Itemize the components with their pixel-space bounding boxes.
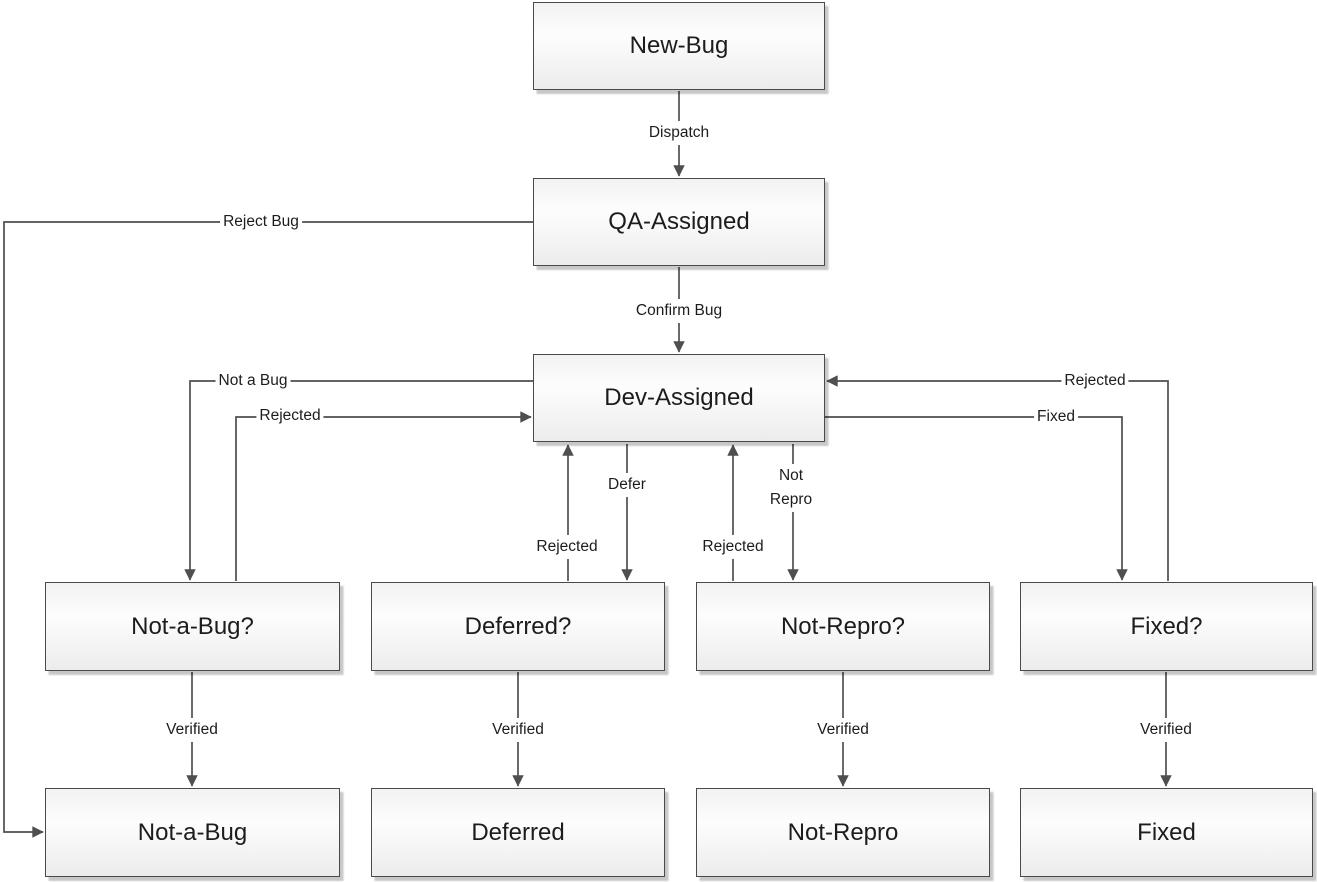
edge-label-dispatch: Dispatch [645, 120, 713, 146]
edge-rejected-from-fixed [826, 375, 1169, 581]
edge-label-rejected-from-not-a-bug: Rejected [256, 403, 324, 429]
edge-label-verified-not-a-bug: Verified [163, 717, 221, 743]
edge-label-confirm-bug: Confirm Bug [632, 298, 726, 324]
edge-label-reject-bug: Reject Bug [220, 209, 302, 235]
node-dev-assigned: Dev-Assigned [533, 354, 825, 442]
node-fixed: Fixed [1020, 788, 1313, 877]
node-deferred-question: Deferred? [371, 582, 665, 671]
node-deferred: Deferred [371, 788, 665, 877]
edge-label-defer: Defer [605, 472, 649, 498]
edge-label-not-a-bug: Not a Bug [215, 368, 291, 394]
edge-label-rejected-from-fixed: Rejected [1061, 368, 1129, 394]
edge-label-rejected-from-deferred: Rejected [533, 534, 601, 560]
edge-rejected-from-not-a-bug [235, 411, 532, 581]
node-qa-assigned: QA-Assigned [533, 178, 825, 266]
node-not-repro-question: Not-Repro? [696, 582, 990, 671]
edge-label-verified-deferred: Verified [489, 717, 547, 743]
node-not-a-bug: Not-a-Bug [45, 788, 340, 877]
edge-not-a-bug [184, 380, 533, 581]
edge-label-verified-not-repro: Verified [814, 717, 872, 743]
edge-fixed [825, 416, 1128, 581]
edge-label-not-repro: Not Repro [766, 463, 816, 513]
edge-label-rejected-from-not-repro: Rejected [699, 534, 767, 560]
edge-reject-bug [3, 221, 533, 838]
edge-label-fixed: Fixed [1034, 404, 1078, 430]
node-not-a-bug-question: Not-a-Bug? [45, 582, 340, 671]
node-not-repro: Not-Repro [696, 788, 990, 877]
edge-label-verified-fixed: Verified [1137, 717, 1195, 743]
node-new-bug: New-Bug [533, 2, 825, 90]
node-fixed-question: Fixed? [1020, 582, 1313, 671]
